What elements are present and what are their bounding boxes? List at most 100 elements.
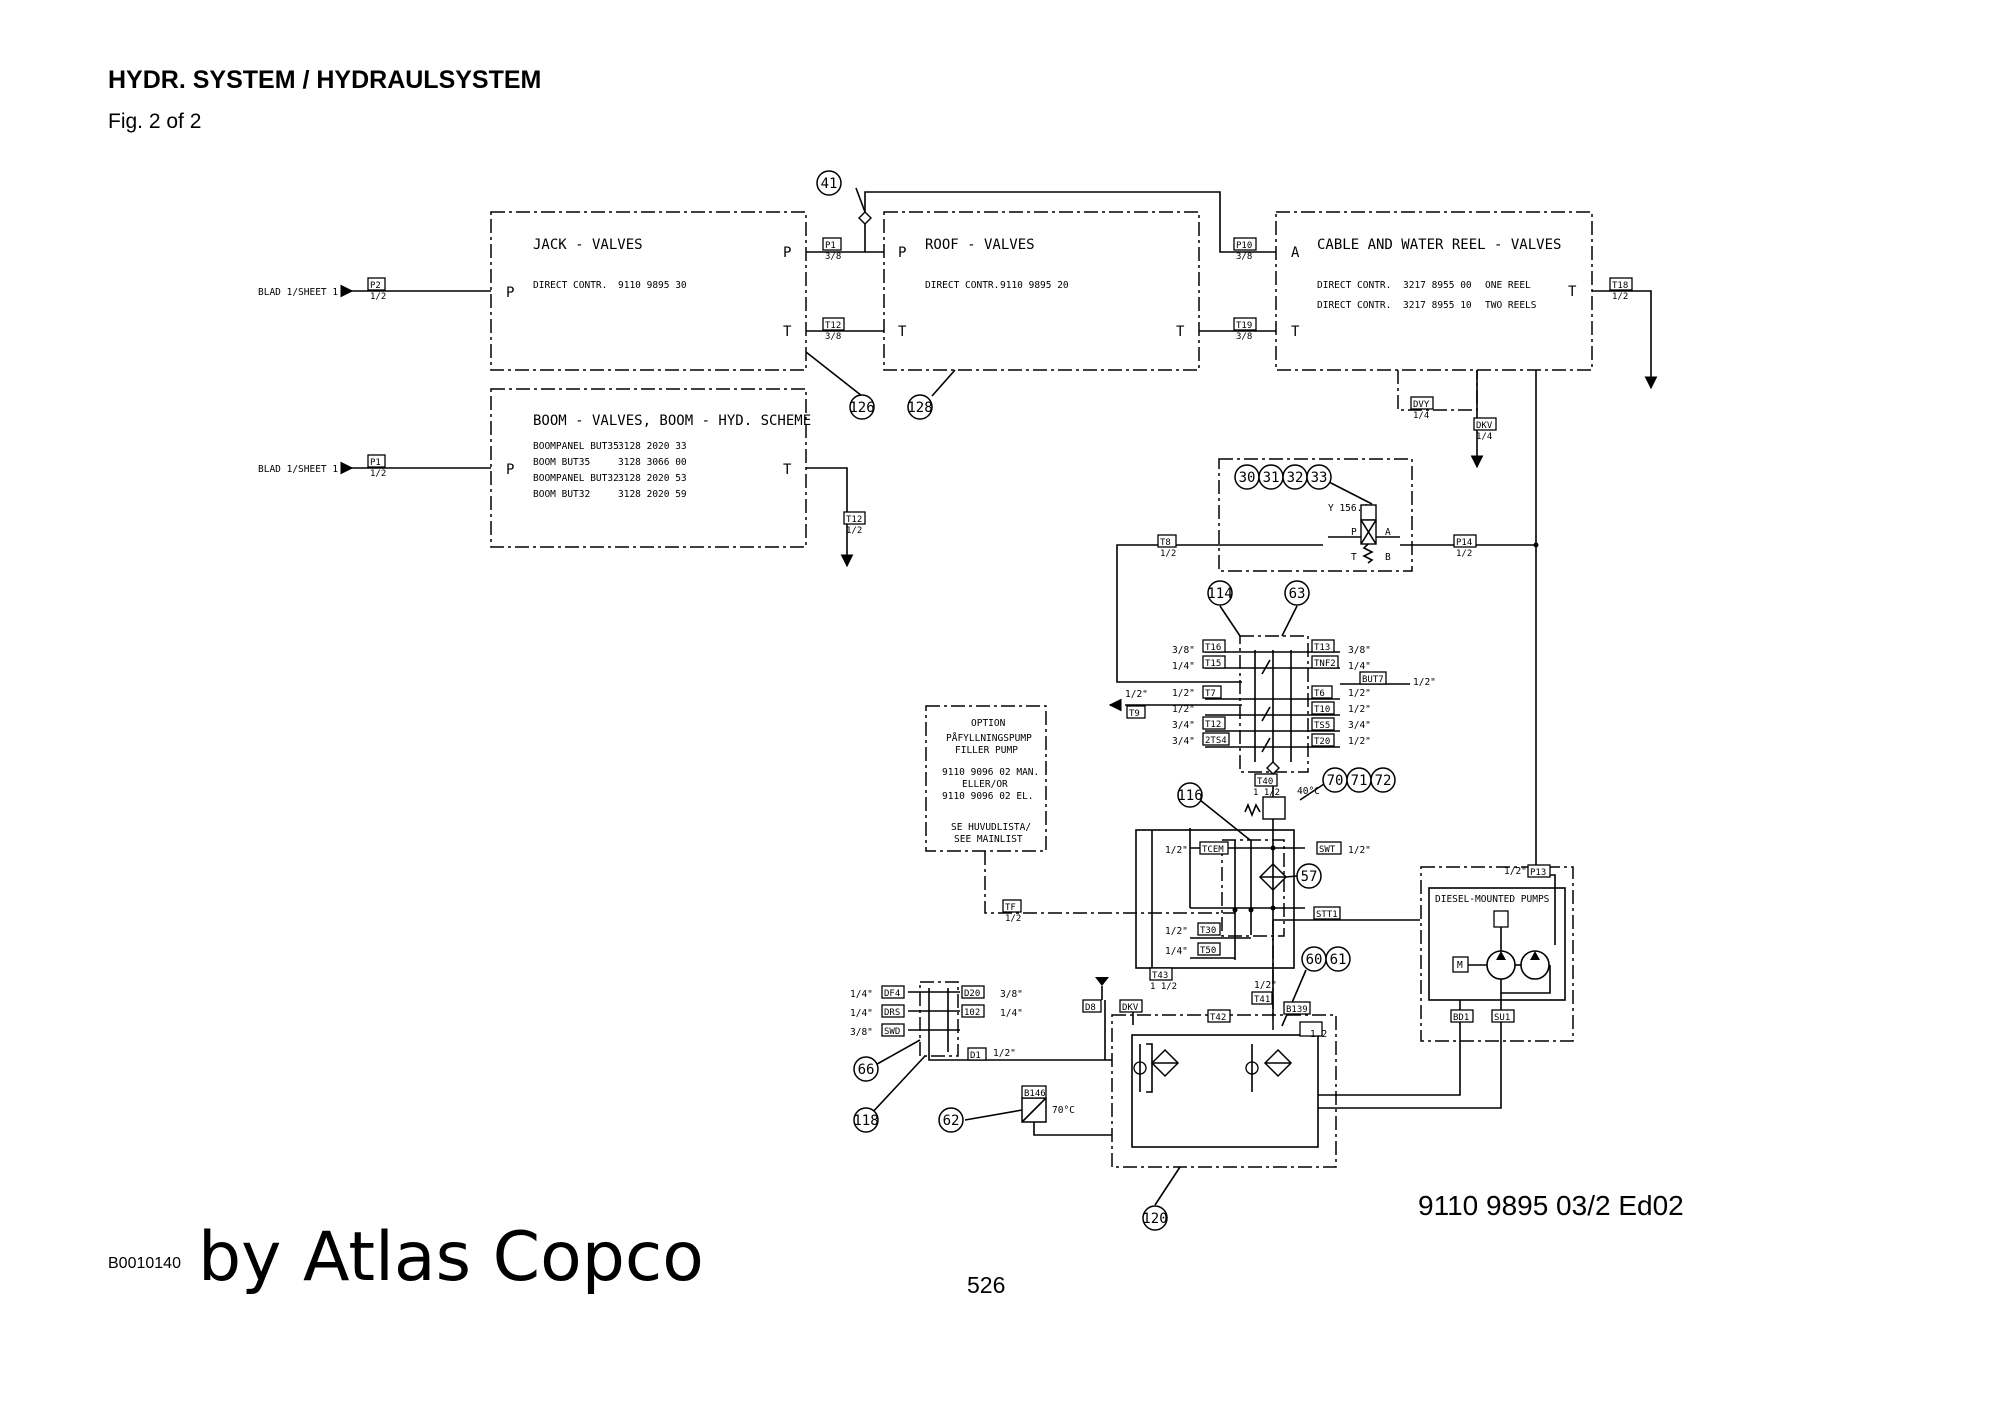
document-number: 9110 9895 03/2 Ed02	[1418, 1190, 1684, 1221]
svg-text:1/2": 1/2"	[1172, 688, 1195, 699]
port-but7: BUT7	[1359, 671, 1387, 685]
svg-text:DIRECT CONTR.: DIRECT CONTR.	[1317, 280, 1391, 291]
svg-text:3/8": 3/8"	[1000, 989, 1023, 1000]
cable-title: CABLE AND WATER REEL - VALVES	[1317, 237, 1561, 253]
svg-text:DF4: DF4	[884, 989, 900, 999]
drain-manifold	[908, 981, 960, 1057]
port-tnf2: TNF2	[1311, 655, 1339, 669]
page-title: HYDR. SYSTEM / HYDRAULSYSTEM	[108, 66, 542, 94]
boom-valves-box: BOOM - VALVES, BOOM - HYD. SCHEME BOOMPA…	[490, 388, 811, 548]
svg-text:102: 102	[964, 1008, 980, 1018]
svg-text:31: 31	[1263, 470, 1280, 486]
port-p13: P13	[1527, 864, 1551, 878]
svg-text:1/4": 1/4"	[1348, 661, 1371, 672]
svg-text:T9: T9	[1129, 709, 1140, 719]
svg-text:T12: T12	[825, 321, 841, 331]
cable-reel-valves-box: CABLE AND WATER REEL - VALVES DIRECT CON…	[1275, 211, 1593, 371]
svg-text:P14: P14	[1456, 538, 1472, 548]
svg-text:9110 9895 20: 9110 9895 20	[1000, 280, 1069, 291]
port-p1-boom: P11/2	[367, 454, 386, 479]
svg-text:SU1: SU1	[1494, 1013, 1510, 1023]
port-t41: T41	[1251, 991, 1273, 1005]
svg-text:T12: T12	[1205, 720, 1221, 730]
diesel-pumps-box: DIESEL-MOUNTED PUMPS M	[1420, 866, 1574, 1042]
svg-text:3128 2020 53: 3128 2020 53	[618, 473, 687, 484]
filter-assembly	[1135, 796, 1305, 1020]
svg-text:T8: T8	[1160, 538, 1171, 548]
svg-text:1/4": 1/4"	[1165, 946, 1188, 957]
balloon-120: 120	[1142, 1205, 1168, 1231]
port-t15: T15	[1202, 655, 1226, 669]
port-d1: D1	[967, 1047, 987, 1061]
svg-text:70°C: 70°C	[1052, 1105, 1075, 1116]
svg-text:STT1: STT1	[1316, 910, 1338, 920]
svg-text:1/2: 1/2	[1005, 914, 1021, 924]
balloon-118: 118	[853, 1107, 879, 1133]
port-t20: T20	[1311, 733, 1335, 747]
svg-text:D20: D20	[964, 989, 980, 999]
svg-text:B: B	[1385, 552, 1391, 563]
svg-text:1/2": 1/2"	[1165, 845, 1188, 856]
port-t8: T81/2	[1157, 534, 1177, 559]
sheet1-ref-bottom: BLAD 1/SHEET 1	[258, 461, 491, 475]
svg-text:T: T	[783, 462, 792, 478]
svg-text:61: 61	[1330, 952, 1347, 968]
roof-title: ROOF - VALVES	[925, 237, 1035, 253]
svg-text:A: A	[1385, 527, 1391, 538]
svg-text:T41: T41	[1254, 995, 1270, 1005]
svg-text:TNF2: TNF2	[1314, 659, 1336, 669]
port-d20: D20	[961, 985, 985, 999]
svg-text:ELLER/OR: ELLER/OR	[962, 779, 1008, 790]
port-102: 102	[961, 1004, 985, 1018]
balloon-72: 72	[1370, 767, 1396, 793]
svg-text:PÅFYLLNINGSPUMP: PÅFYLLNINGSPUMP	[946, 732, 1032, 744]
svg-text:TS5: TS5	[1314, 721, 1330, 731]
svg-text:T43: T43	[1152, 971, 1168, 981]
svg-text:P13: P13	[1530, 868, 1546, 878]
svg-text:P: P	[506, 462, 514, 478]
port-p2: P21/2	[367, 277, 386, 302]
svg-text:T20: T20	[1314, 737, 1330, 747]
svg-text:1/2": 1/2"	[1348, 736, 1371, 747]
roof-valves-box: ROOF - VALVES DIRECT CONTR. 9110 9895 20…	[883, 211, 1200, 371]
svg-text:DKV: DKV	[1122, 1003, 1139, 1013]
balloon-128: 128	[907, 394, 933, 420]
svg-text:1/4": 1/4"	[1000, 1008, 1023, 1019]
svg-text:TF: TF	[1005, 903, 1016, 913]
svg-text:118: 118	[853, 1113, 878, 1129]
port-stt1: STT1	[1313, 906, 1341, 920]
svg-text:1/4: 1/4	[1476, 432, 1492, 442]
svg-text:OPTION: OPTION	[971, 718, 1006, 729]
svg-text:70: 70	[1327, 773, 1344, 789]
svg-text:3128 3066 00: 3128 3066 00	[618, 457, 687, 468]
balloon-114: 114	[1207, 580, 1233, 606]
svg-text:T42: T42	[1210, 1013, 1226, 1023]
svg-text:1/2": 1/2"	[1348, 845, 1371, 856]
svg-text:3/8: 3/8	[1236, 332, 1252, 342]
svg-text:3217 8955 10: 3217 8955 10	[1403, 300, 1472, 311]
svg-text:D8: D8	[1085, 1003, 1096, 1013]
svg-text:41: 41	[821, 176, 838, 192]
svg-text:DKV: DKV	[1476, 421, 1493, 431]
svg-text:T13: T13	[1314, 643, 1330, 653]
svg-text:BLAD 1/SHEET 1: BLAD 1/SHEET 1	[258, 464, 338, 475]
svg-text:66: 66	[858, 1062, 875, 1078]
port-tf: TF1/2	[1002, 899, 1022, 924]
svg-text:126: 126	[849, 400, 874, 416]
svg-text:3/8: 3/8	[1236, 252, 1252, 262]
svg-text:FILLER PUMP: FILLER PUMP	[955, 745, 1018, 756]
svg-text:1/2": 1/2"	[1254, 980, 1277, 991]
svg-text:128: 128	[907, 400, 932, 416]
svg-text:1/2": 1/2"	[1348, 688, 1371, 699]
svg-text:1/4": 1/4"	[850, 1008, 873, 1019]
svg-text:DIRECT CONTR.: DIRECT CONTR.	[533, 280, 607, 291]
balloon-41: 41	[816, 170, 842, 196]
svg-text:1/2": 1/2"	[1504, 866, 1527, 877]
figure-label: Fig. 2 of 2	[108, 110, 202, 133]
svg-text:3128 2020 33: 3128 2020 33	[618, 441, 687, 452]
